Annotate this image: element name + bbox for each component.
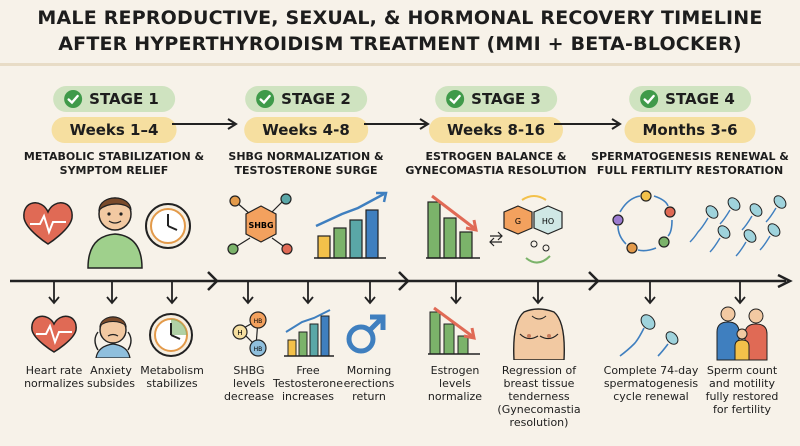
- check-icon: [446, 90, 465, 108]
- heart-rate-icon: [31, 315, 77, 353]
- stage-arrow-3: [554, 118, 622, 130]
- timeline-arrow: [10, 274, 793, 288]
- title-line-2: AFTER HYPERTHYROIDISM TREATMENT (MMI + B…: [58, 33, 742, 55]
- ho-hex-label: HO: [542, 217, 554, 226]
- effect-heart-rate: Heart rate normalizes: [24, 364, 84, 390]
- stage-2-label: STAGE 2: [281, 90, 351, 108]
- effect-down-arrows: [48, 282, 746, 305]
- stage-3-description: Estrogen Balance & Gynecomastia Resoluti…: [405, 150, 587, 177]
- g-hex-label: G: [515, 217, 521, 226]
- stage-3-label: STAGE 3: [471, 90, 541, 108]
- stage-2-illustration: SHBG: [227, 191, 388, 259]
- stage-1-period: Weeks 1–4: [51, 117, 177, 143]
- stage-2-pill: STAGE 2: [245, 86, 367, 112]
- stage-1-pill: STAGE 1: [53, 86, 175, 112]
- shbg-hex-label: SHBG: [248, 221, 273, 230]
- effect-morning-erections: Morning erections return: [343, 364, 395, 403]
- effect-spermatogenesis: Complete 74-day spermatogenesis cycle re…: [603, 364, 699, 403]
- free-testosterone-chart-icon: [284, 309, 334, 357]
- hb-label-top: HB: [254, 318, 263, 325]
- effect-free-testosterone: Free Testosterone increases: [273, 364, 343, 403]
- stage-4-illustration: [612, 190, 787, 257]
- stage-2-description: SHBG Normalization & Testosterone Surge: [228, 150, 384, 177]
- h-label: H: [237, 329, 242, 337]
- stage-4-pill: STAGE 4: [629, 86, 751, 112]
- metabolism-clock-icon: [149, 313, 193, 357]
- effect-gynecomastia: Regression of breast tissue tenderness (…: [497, 364, 581, 429]
- timeline-separator-1: [207, 271, 219, 291]
- stage-4-period: Months 3-6: [624, 117, 756, 143]
- male-symbol-icon: [346, 314, 386, 354]
- stage-arrow-2: [364, 118, 430, 130]
- stage-3-pill: STAGE 3: [435, 86, 557, 112]
- effect-shbg: SHBG levels decrease: [223, 364, 275, 403]
- title-divider: [0, 63, 800, 66]
- check-icon: [64, 90, 83, 108]
- stage-3-period: Weeks 8-16: [428, 117, 564, 143]
- timeline-separator-3: [588, 271, 600, 291]
- timeline-separator-2: [398, 271, 410, 291]
- chest-icon: [513, 308, 565, 360]
- effect-metabolism: Metabolism stabilizes: [140, 364, 204, 390]
- stage-1-description: Metabolic Stabilization & Symptom Relief: [23, 150, 205, 177]
- effect-fertility: Sperm count and motility fully restored …: [705, 364, 779, 416]
- anxiety-icon: [94, 316, 132, 358]
- check-icon: [640, 90, 659, 108]
- stage-3-illustration: G HO: [426, 194, 563, 264]
- stage-4-description: Spermatogenesis Renewal & Full Fertility…: [591, 150, 789, 177]
- effect-anxiety: Anxiety subsides: [87, 364, 135, 390]
- stage-arrow-1: [172, 118, 238, 130]
- stage-2-period: Weeks 4-8: [244, 117, 368, 143]
- effect-estrogen: Estrogen levels normalize: [427, 364, 483, 403]
- stage-4-label: STAGE 4: [665, 90, 735, 108]
- sperm-cycle-icon: [619, 314, 679, 357]
- family-icon: [716, 306, 768, 361]
- check-icon: [256, 90, 275, 108]
- stage-1-label: STAGE 1: [89, 90, 159, 108]
- hb-label-bottom: HB: [254, 346, 263, 353]
- stage-1-illustration: [23, 197, 191, 269]
- title-line-1: MALE REPRODUCTIVE, SEXUAL, & HORMONAL RE…: [37, 7, 763, 29]
- estrogen-decline-icon: [428, 306, 480, 355]
- shbg-molecule-icon: HB H HB: [232, 311, 267, 357]
